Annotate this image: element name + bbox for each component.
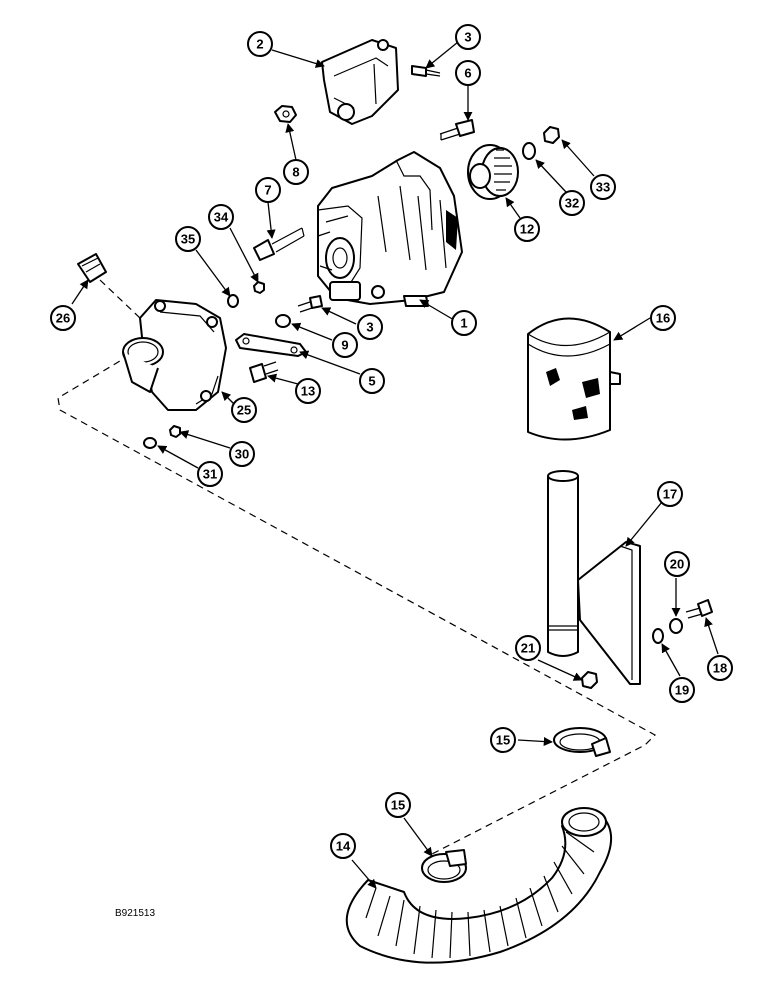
svg-text:32: 32 [565,196,579,211]
callout-20: 20 [664,551,690,577]
nut-8 [274,105,297,123]
hose-clamp-lower [421,849,467,883]
svg-text:12: 12 [520,222,534,237]
svg-text:20: 20 [670,557,684,572]
fan-shroud [122,299,227,411]
precleaner [527,317,621,441]
figure-id-label: B921513 [115,908,156,919]
callout-33: 33 [590,174,616,200]
svg-text:3: 3 [464,30,471,45]
dashed-inlet-line [99,279,141,319]
callout-7: 7 [255,177,281,203]
svg-text:19: 19 [675,683,689,698]
callout-21: 21 [515,635,541,661]
washer-32 [522,142,536,160]
svg-text:26: 26 [56,311,70,326]
svg-text:25: 25 [237,403,251,418]
callout-9: 9 [332,332,358,358]
nut-21 [581,671,598,689]
washer-19 [652,628,664,644]
svg-text:6: 6 [464,66,471,81]
bolt-6 [439,119,475,141]
svg-text:18: 18 [713,661,727,676]
svg-text:2: 2 [256,37,263,52]
callout-26: 26 [50,305,76,331]
svg-text:34: 34 [214,210,229,225]
washer-9 [275,314,291,328]
callout-3-lower: 3 [357,314,383,340]
svg-text:3: 3 [366,320,373,335]
svg-text:21: 21 [521,641,535,656]
bolt-18 [685,599,713,619]
callout-2: 2 [247,31,273,57]
intake-tube [547,470,641,685]
svg-text:5: 5 [368,374,375,389]
callout-32: 32 [559,190,585,216]
nut-34 [253,281,265,294]
callout-15-upper: 15 [490,727,516,753]
callout-3-upper: 3 [455,24,481,50]
svg-text:8: 8 [292,165,299,180]
callout-6: 6 [455,60,481,86]
svg-text:16: 16 [656,311,670,326]
nut-30 [169,425,181,438]
callout-35: 35 [175,226,201,252]
svg-text:13: 13 [301,384,315,399]
plug [77,253,107,283]
mounting-bracket [321,39,399,125]
bolt-upper [411,65,441,77]
hose-clamp-upper [553,727,611,757]
callout-5: 5 [359,368,385,394]
corrugated-hose [345,807,612,964]
svg-text:14: 14 [336,839,351,854]
svg-text:1: 1 [460,316,467,331]
svg-text:30: 30 [235,447,249,462]
callout-8: 8 [283,159,309,185]
svg-text:31: 31 [203,467,217,482]
pulley [467,144,519,200]
callout-34: 34 [208,204,234,230]
callout-1: 1 [451,310,477,336]
nut-33 [543,126,560,144]
bolt-lower [297,295,323,313]
callout-13: 13 [295,378,321,404]
svg-text:15: 15 [391,798,405,813]
washer-20 [669,618,683,634]
callout-12: 12 [514,216,540,242]
svg-text:7: 7 [264,183,271,198]
washer-35 [227,294,239,308]
dashed-routing-line [57,354,656,856]
callout-15-lower: 15 [385,792,411,818]
washer-31 [143,437,157,449]
leader-lines [71,41,719,889]
callout-31: 31 [197,461,223,487]
svg-text:33: 33 [596,180,610,195]
alternator [317,151,463,307]
svg-text:17: 17 [663,487,677,502]
adjusting-strap [235,333,307,357]
svg-text:9: 9 [341,338,348,353]
svg-text:35: 35 [181,232,195,247]
svg-text:15: 15 [496,733,510,748]
callout-16: 16 [650,305,676,331]
bolt-7 [253,227,305,261]
callout-19: 19 [669,677,695,703]
callout-25: 25 [231,397,257,423]
callout-14: 14 [330,833,356,859]
callout-17: 17 [657,481,683,507]
callout-30: 30 [229,441,255,467]
callout-18: 18 [707,655,733,681]
bolt-13 [249,361,279,383]
